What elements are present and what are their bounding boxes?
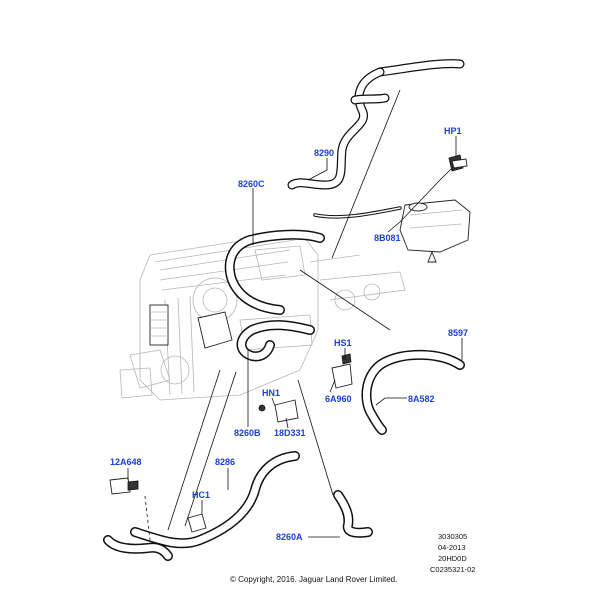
callout-8b081: 8B081 xyxy=(374,233,401,243)
callout-8260c: 8260C xyxy=(238,179,265,189)
callout-18d331: 18D331 xyxy=(274,428,306,438)
callout-8a582: 8A582 xyxy=(408,394,435,404)
callout-8260a: 8260A xyxy=(276,532,303,542)
bracket-18d331 xyxy=(258,399,299,423)
callout-hs1: HS1 xyxy=(334,338,352,348)
bracket-6a960 xyxy=(331,353,353,389)
callout-8597: 8597 xyxy=(448,328,468,338)
callout-hp1: HP1 xyxy=(444,126,462,136)
info-line-4: C0235321-02 xyxy=(430,565,475,574)
info-line-2: 04-2013 xyxy=(438,543,466,552)
callout-hn1: HN1 xyxy=(262,388,280,398)
radiator-module xyxy=(149,304,233,349)
callout-8260b: 8260B xyxy=(234,428,261,438)
expansion-tank xyxy=(399,199,471,263)
hoses xyxy=(103,59,465,561)
copyright-notice: © Copyright, 2016. Jaguar Land Rover Lim… xyxy=(230,575,397,584)
sensor-12a648 xyxy=(109,477,139,495)
info-line-1: 3030305 xyxy=(438,532,467,541)
info-line-3: 20HD0D xyxy=(438,554,467,563)
callout-labels: 8290 HP1 8260C 8B081 8597 HS1 6A960 8A58… xyxy=(110,126,468,542)
callout-hc1: HC1 xyxy=(192,490,210,500)
leader-lines xyxy=(127,89,463,541)
callout-8286: 8286 xyxy=(215,457,235,467)
callout-6a960: 6A960 xyxy=(325,394,352,404)
clamp-hc1 xyxy=(187,513,207,533)
callout-12a648: 12A648 xyxy=(110,457,142,467)
callout-8290: 8290 xyxy=(314,148,334,158)
info-block: 3030305 04-2013 20HD0D C0235321-02 xyxy=(430,532,475,574)
